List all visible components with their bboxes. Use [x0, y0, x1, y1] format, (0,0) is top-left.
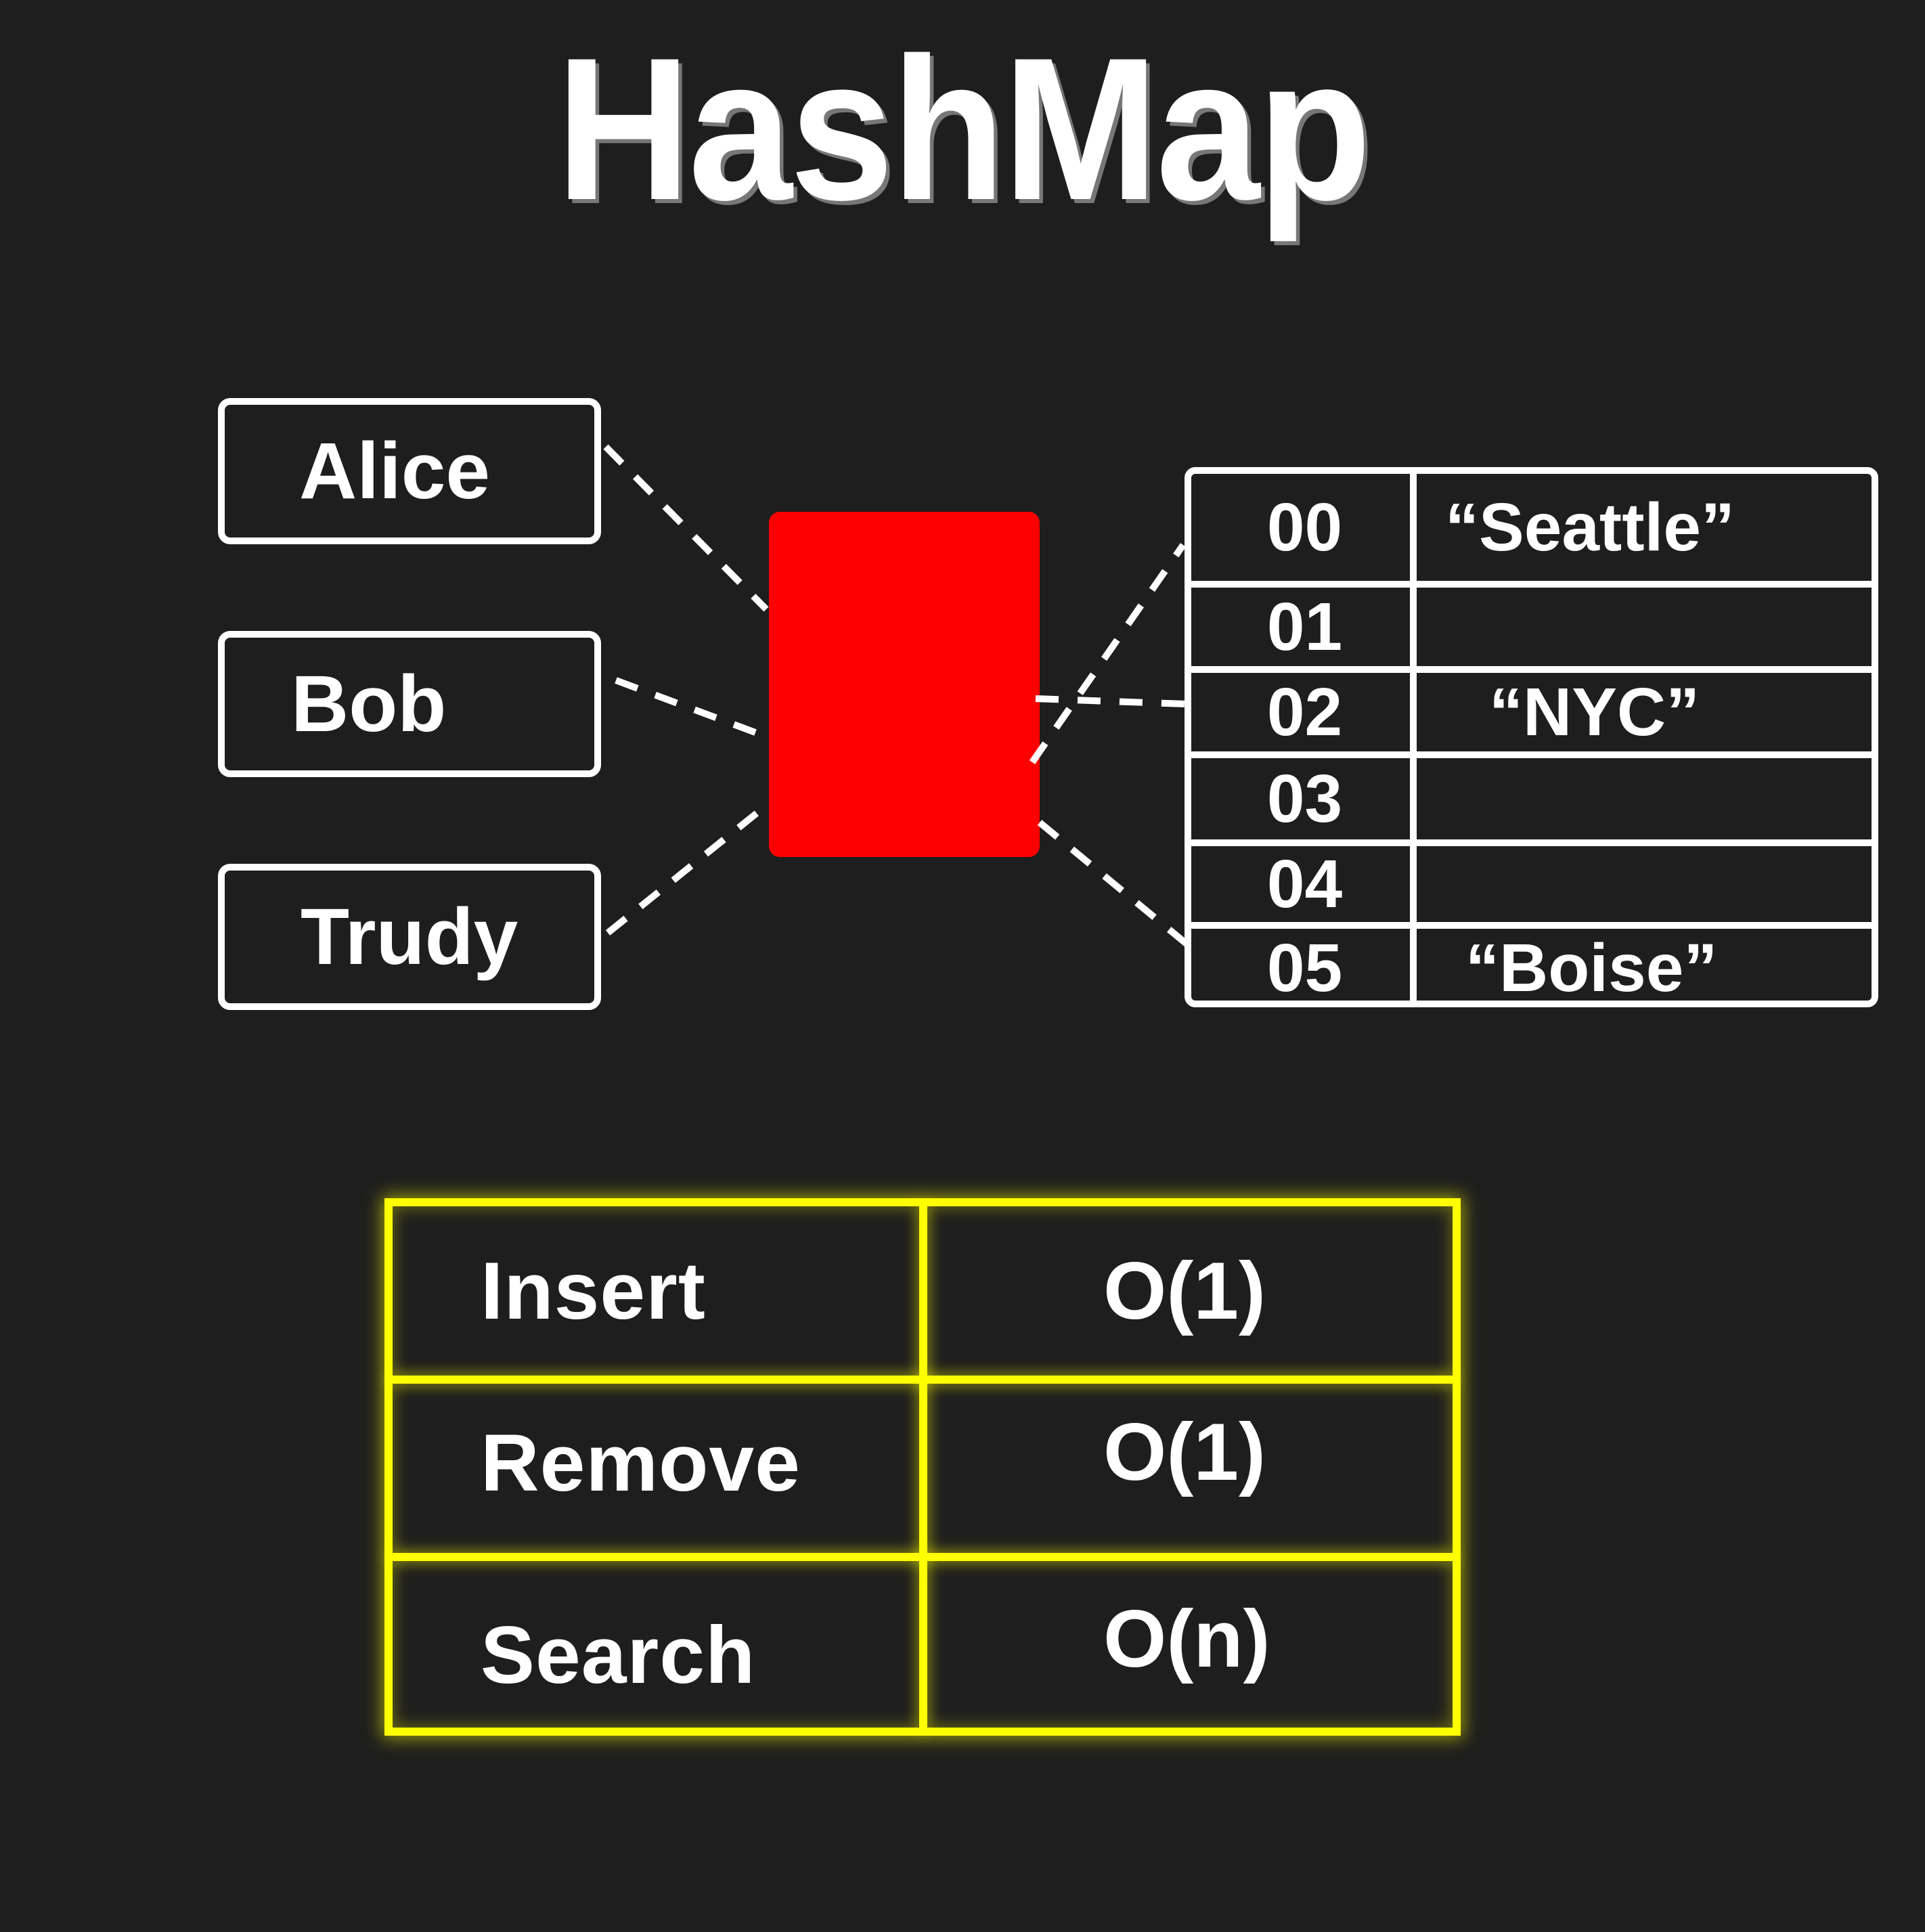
- operation-label: Remove: [481, 1418, 801, 1508]
- key-label: Bob: [291, 659, 447, 749]
- bucket-column-divider: [1410, 474, 1417, 1001]
- bucket-row: 00 “Seattle”: [1191, 474, 1872, 581]
- key-box-alice: Alice: [218, 398, 601, 544]
- connector-trudy-to-hash: [605, 803, 769, 936]
- bucket-value: “Seattle”: [1445, 489, 1735, 565]
- operation-label: Search: [481, 1610, 756, 1700]
- bucket-row: 02 “NYC”: [1191, 666, 1872, 751]
- complexity-row-divider: [393, 1553, 1453, 1561]
- operation-label: Insert: [481, 1246, 706, 1336]
- key-box-bob: Bob: [218, 631, 601, 777]
- connector-alice-to-hash: [603, 444, 769, 612]
- bucket-index: 03: [1266, 760, 1343, 837]
- bucket-row: 04: [1191, 839, 1872, 922]
- connector-bob-to-hash: [615, 677, 768, 740]
- key-label: Trudy: [301, 892, 518, 982]
- hash-function-block: [769, 512, 1040, 857]
- bucket-index: 04: [1266, 846, 1343, 922]
- key-label: Alice: [299, 426, 491, 516]
- bucket-index: 01: [1266, 588, 1343, 665]
- bucket-array: 00 “Seattle” 01 02 “NYC” 03 04 05 “Boise…: [1185, 467, 1878, 1007]
- bucket-index: 00: [1266, 489, 1343, 565]
- complexity-row-divider: [393, 1376, 1453, 1384]
- complexity-table: Insert O(1) Remove O(1) Search O(n): [384, 1198, 1461, 1736]
- connector-hash-to-bucket-00: [1029, 543, 1187, 764]
- operation-cost: O(1): [1103, 1407, 1266, 1497]
- operation-cost: O(1): [1103, 1246, 1266, 1336]
- bucket-row: 01: [1191, 581, 1872, 666]
- connector-hash-to-bucket-02: [1035, 695, 1187, 707]
- diagram-title: HashMap: [556, 15, 1371, 242]
- connector-hash-to-bucket-05: [1037, 820, 1202, 957]
- bucket-row: 03: [1191, 751, 1872, 839]
- bucket-value: “NYC”: [1489, 674, 1700, 750]
- operation-cost: O(n): [1103, 1594, 1270, 1684]
- complexity-column-divider: [919, 1206, 927, 1728]
- bucket-index: 02: [1266, 674, 1343, 750]
- bucket-value: “Boise”: [1465, 929, 1718, 1006]
- bucket-index: 05: [1266, 929, 1343, 1006]
- key-box-trudy: Trudy: [218, 864, 601, 1010]
- bucket-row: 05 “Boise”: [1191, 922, 1872, 1006]
